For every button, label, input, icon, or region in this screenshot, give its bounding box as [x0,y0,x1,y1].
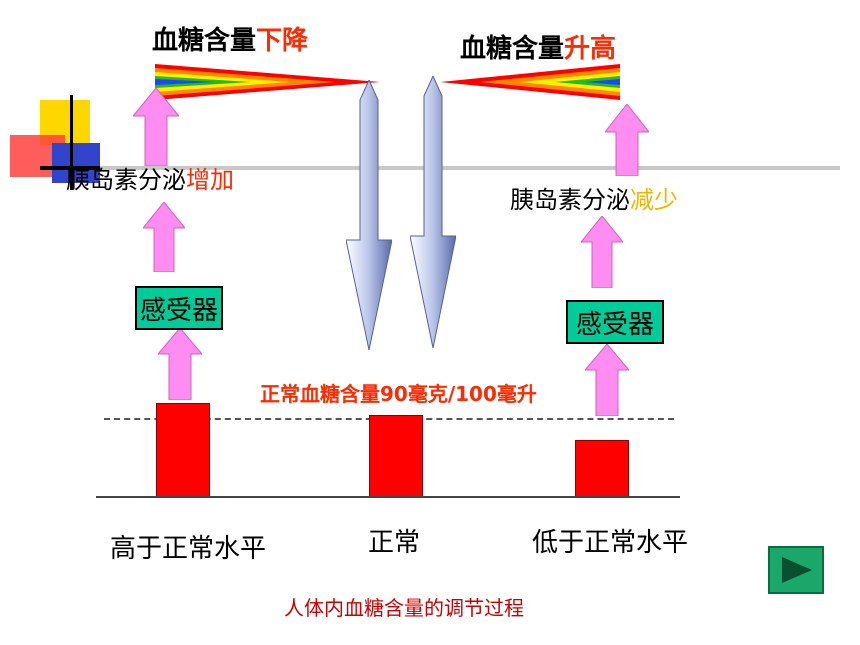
up-arrow-left-mid [143,202,185,272]
level-label-high: 高于正常水平 [110,534,267,564]
up-arrow-right-top [605,104,649,176]
right-title: 血糖含量升高 [460,34,617,64]
rainbow-arrow-right [440,64,620,100]
left-title: 血糖含量下降 [152,26,309,56]
down-arrow-right [410,76,456,348]
level-label-normal: 正常 [368,528,421,558]
next-slide-button[interactable] [768,546,824,594]
decorative-corner [0,95,120,195]
down-arrow-left [346,80,392,350]
rainbow-arrow-left [155,64,380,100]
decorative-rule-dark [40,166,100,170]
bar-normal [369,415,423,497]
right-secretion-label: 胰岛素分泌减少 [510,186,678,214]
bar-low [575,440,629,497]
up-arrow-right-mid [581,216,623,288]
right-sensor-box: 感受器 [566,300,664,344]
up-arrow-right-bottom [585,344,629,416]
up-arrow-left-top [133,88,179,166]
left-sensor-box: 感受器 [135,286,223,330]
bar-high [156,403,210,497]
left-secretion-label: 胰岛素分泌增加 [66,166,234,194]
baseline [96,496,680,498]
up-arrow-left-bottom [158,328,202,400]
figure-caption: 人体内血糖含量的调节过程 [284,596,524,620]
normal-level-note: 正常血糖含量90毫克/100毫升 [260,382,537,406]
play-triangle-icon [782,557,812,583]
level-label-low: 低于正常水平 [532,528,689,558]
